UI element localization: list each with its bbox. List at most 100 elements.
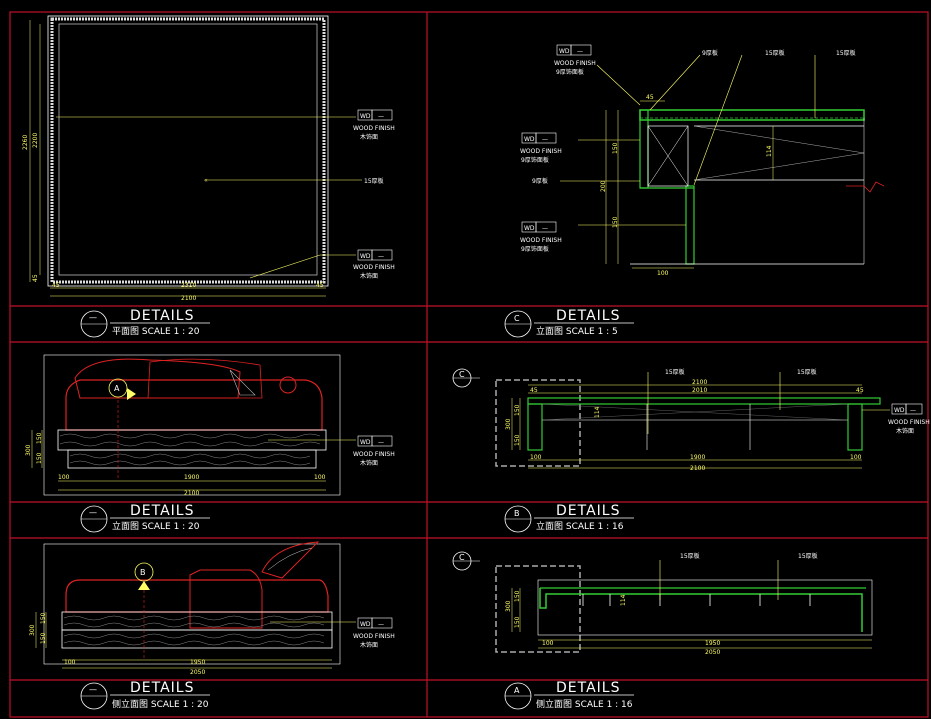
bed-dim-w-a: 100: [58, 474, 70, 481]
secc-tag-wd-2: WD: [524, 136, 535, 143]
secc-tag-9f-2: 9厚饰面板: [521, 156, 549, 164]
plan-tag-cn-2: 木饰面: [360, 272, 378, 280]
secc-tag-wood-3: WOOD FINISH: [520, 237, 562, 244]
plan-tag-wd-1: WD: [360, 113, 371, 120]
title-block-4: B DETAILS 立面图 SCALE 1 : 16: [504, 503, 634, 533]
panel-bed-side-elevation: B 300 150 150 100 1950 2050 WD — WOOD FI…: [29, 541, 395, 676]
secc-tag-wd-3: WD: [524, 225, 535, 232]
elevb-dim-side-a: 150: [514, 404, 521, 416]
side-dim-w-a: 100: [64, 659, 76, 666]
bed-callout-a: A: [114, 384, 120, 393]
title-2-scale: 立面图 SCALE 1 : 5: [536, 325, 618, 337]
secc-tag-15a: 15厚板: [765, 49, 785, 57]
eleva-dim-w-total: 2050: [705, 649, 720, 656]
title-block-1: — DETAILS 平面图 SCALE 1 : 20: [80, 308, 210, 338]
side-tag-wood: WOOD FINISH: [353, 633, 395, 640]
secc-tag-wood-1: WOOD FINISH: [554, 60, 596, 67]
title-5-scale: 侧立面图 SCALE 1 : 20: [112, 698, 209, 710]
side-dim-w-mid: 1950: [190, 659, 205, 666]
secc-dim-left-b: 150: [612, 216, 619, 228]
secc-tag-dash-1: —: [577, 48, 583, 55]
title-4-circle: B: [514, 509, 520, 518]
title-3-circle: —: [89, 508, 97, 517]
panel-elevation-a: C 300 150 150 114 100 1950 2050 15厚板 15厚…: [452, 551, 873, 656]
plan-dim-left-bottom: 45: [32, 274, 39, 282]
plan-tag-wood-2: WOOD FINISH: [353, 264, 395, 271]
panel-plan: « 2260 2200 45 45 2310 45 2100 WD — WOOD…: [22, 15, 395, 302]
plan-dim-bottom-total: 2100: [181, 295, 196, 302]
title-3-scale: 立面图 SCALE 1 : 20: [112, 520, 200, 532]
title-1-circle: —: [89, 313, 97, 322]
bed-dim-h-total: 300: [25, 444, 32, 456]
secc-dim-left-a: 150: [612, 142, 619, 154]
side-tag-wd: WD: [360, 621, 371, 628]
eleva-dim-inner: 114: [620, 594, 627, 606]
bed-dim-h-b: 150: [36, 452, 43, 464]
elevb-tag-wd: WD: [894, 407, 905, 414]
secc-tag-9-left: 9厚板: [532, 177, 548, 185]
bed-dim-w-mid: 1900: [184, 474, 199, 481]
elevb-dim-side-b: 150: [514, 434, 521, 446]
elevb-tag-wood: WOOD FINISH: [888, 419, 930, 426]
bed-tag-dash: —: [378, 439, 384, 446]
elevb-callout-c: C: [459, 370, 465, 379]
plan-dim-left-outer: 2260: [22, 135, 29, 150]
secc-tag-dash-2: —: [542, 136, 548, 143]
title-6-circle: A: [514, 686, 520, 695]
plan-tag-dash-2: —: [378, 253, 384, 260]
secc-tag-15b: 15厚板: [836, 49, 856, 57]
elevb-dim-top-a: 45: [530, 387, 538, 394]
panel-section-c: 150 200 150 45 114 100 WD — WOOD FINISH …: [520, 44, 885, 277]
sheet-frame: [9, 11, 929, 718]
secc-tag-9: 9厚板: [702, 49, 718, 57]
plan-arrow: «: [204, 177, 208, 184]
title-block-6: A DETAILS 侧立面图 SCALE 1 : 16: [504, 680, 634, 710]
elevb-tag-15b: 15厚板: [797, 368, 817, 376]
elevb-dim-w-a: 100: [530, 454, 542, 461]
elevb-tag-dash: —: [910, 407, 916, 414]
title-block-5: — DETAILS 侧立面图 SCALE 1 : 20: [80, 680, 210, 710]
plan-dim-bottom-a: 45: [52, 282, 60, 289]
elevb-dim-top-total: 2100: [692, 379, 707, 386]
plan-tag-15: 15厚板: [364, 177, 384, 185]
plan-dim-left-inner: 2200: [32, 133, 39, 148]
title-block-2: C DETAILS 立面图 SCALE 1 : 5: [504, 308, 634, 338]
eleva-tag-15a: 15厚板: [680, 552, 700, 560]
side-dim-h-a: 150: [40, 612, 47, 624]
elevb-dim-side: 300: [505, 418, 512, 430]
secc-tag-dash-3: —: [542, 225, 548, 232]
bed-tag-cn: 木饰面: [360, 459, 378, 467]
plan-dim-bottom-mid: 2310: [181, 282, 196, 289]
plan-dim-bottom-b: 45: [316, 282, 324, 289]
title-4-details: DETAILS: [556, 503, 620, 519]
title-3-details: DETAILS: [130, 503, 194, 519]
bed-tag-wd: WD: [360, 439, 371, 446]
plan-tag-wood-1: WOOD FINISH: [353, 125, 395, 132]
title-4-scale: 立面图 SCALE 1 : 16: [536, 520, 624, 532]
side-dim-h-total: 300: [29, 624, 36, 636]
title-1-scale: 平面图 SCALE 1 : 20: [112, 326, 200, 337]
title-5-details: DETAILS: [130, 680, 194, 696]
eleva-dim-side: 300: [505, 600, 512, 612]
title-6-scale: 侧立面图 SCALE 1 : 16: [536, 698, 633, 710]
bed-dim-w-b: 100: [314, 474, 326, 481]
secc-dim-right: 114: [766, 145, 773, 157]
eleva-callout-c: C: [459, 553, 465, 562]
secc-dim-left-total: 200: [600, 180, 607, 192]
elevb-tag-15a: 15厚板: [665, 368, 685, 376]
title-1-details: DETAILS: [130, 308, 194, 324]
eleva-dim-w-a: 100: [542, 640, 554, 647]
elevb-dim-top-mid: 2010: [692, 387, 707, 394]
side-tag-dash: —: [378, 621, 384, 628]
secc-tag-9f-3: 9厚饰面板: [521, 245, 549, 253]
eleva-dim-side-b: 150: [514, 616, 521, 628]
side-tag-cn: 木饰面: [360, 641, 378, 649]
title-2-circle: C: [514, 314, 520, 323]
panel-bed-elevation: A 300 150 150 100 1900 100 2100 WD — WOO…: [25, 354, 395, 497]
title-2-details: DETAILS: [556, 308, 620, 324]
panel-elevation-b: C 2100 2010 45 45 300 150 150 114 100 19…: [452, 368, 930, 472]
elevb-dim-w-b: 100: [850, 454, 862, 461]
eleva-dim-side-a: 150: [514, 590, 521, 602]
plan-tag-dash-1: —: [378, 113, 384, 120]
elevb-dim-top-b: 45: [856, 387, 864, 394]
